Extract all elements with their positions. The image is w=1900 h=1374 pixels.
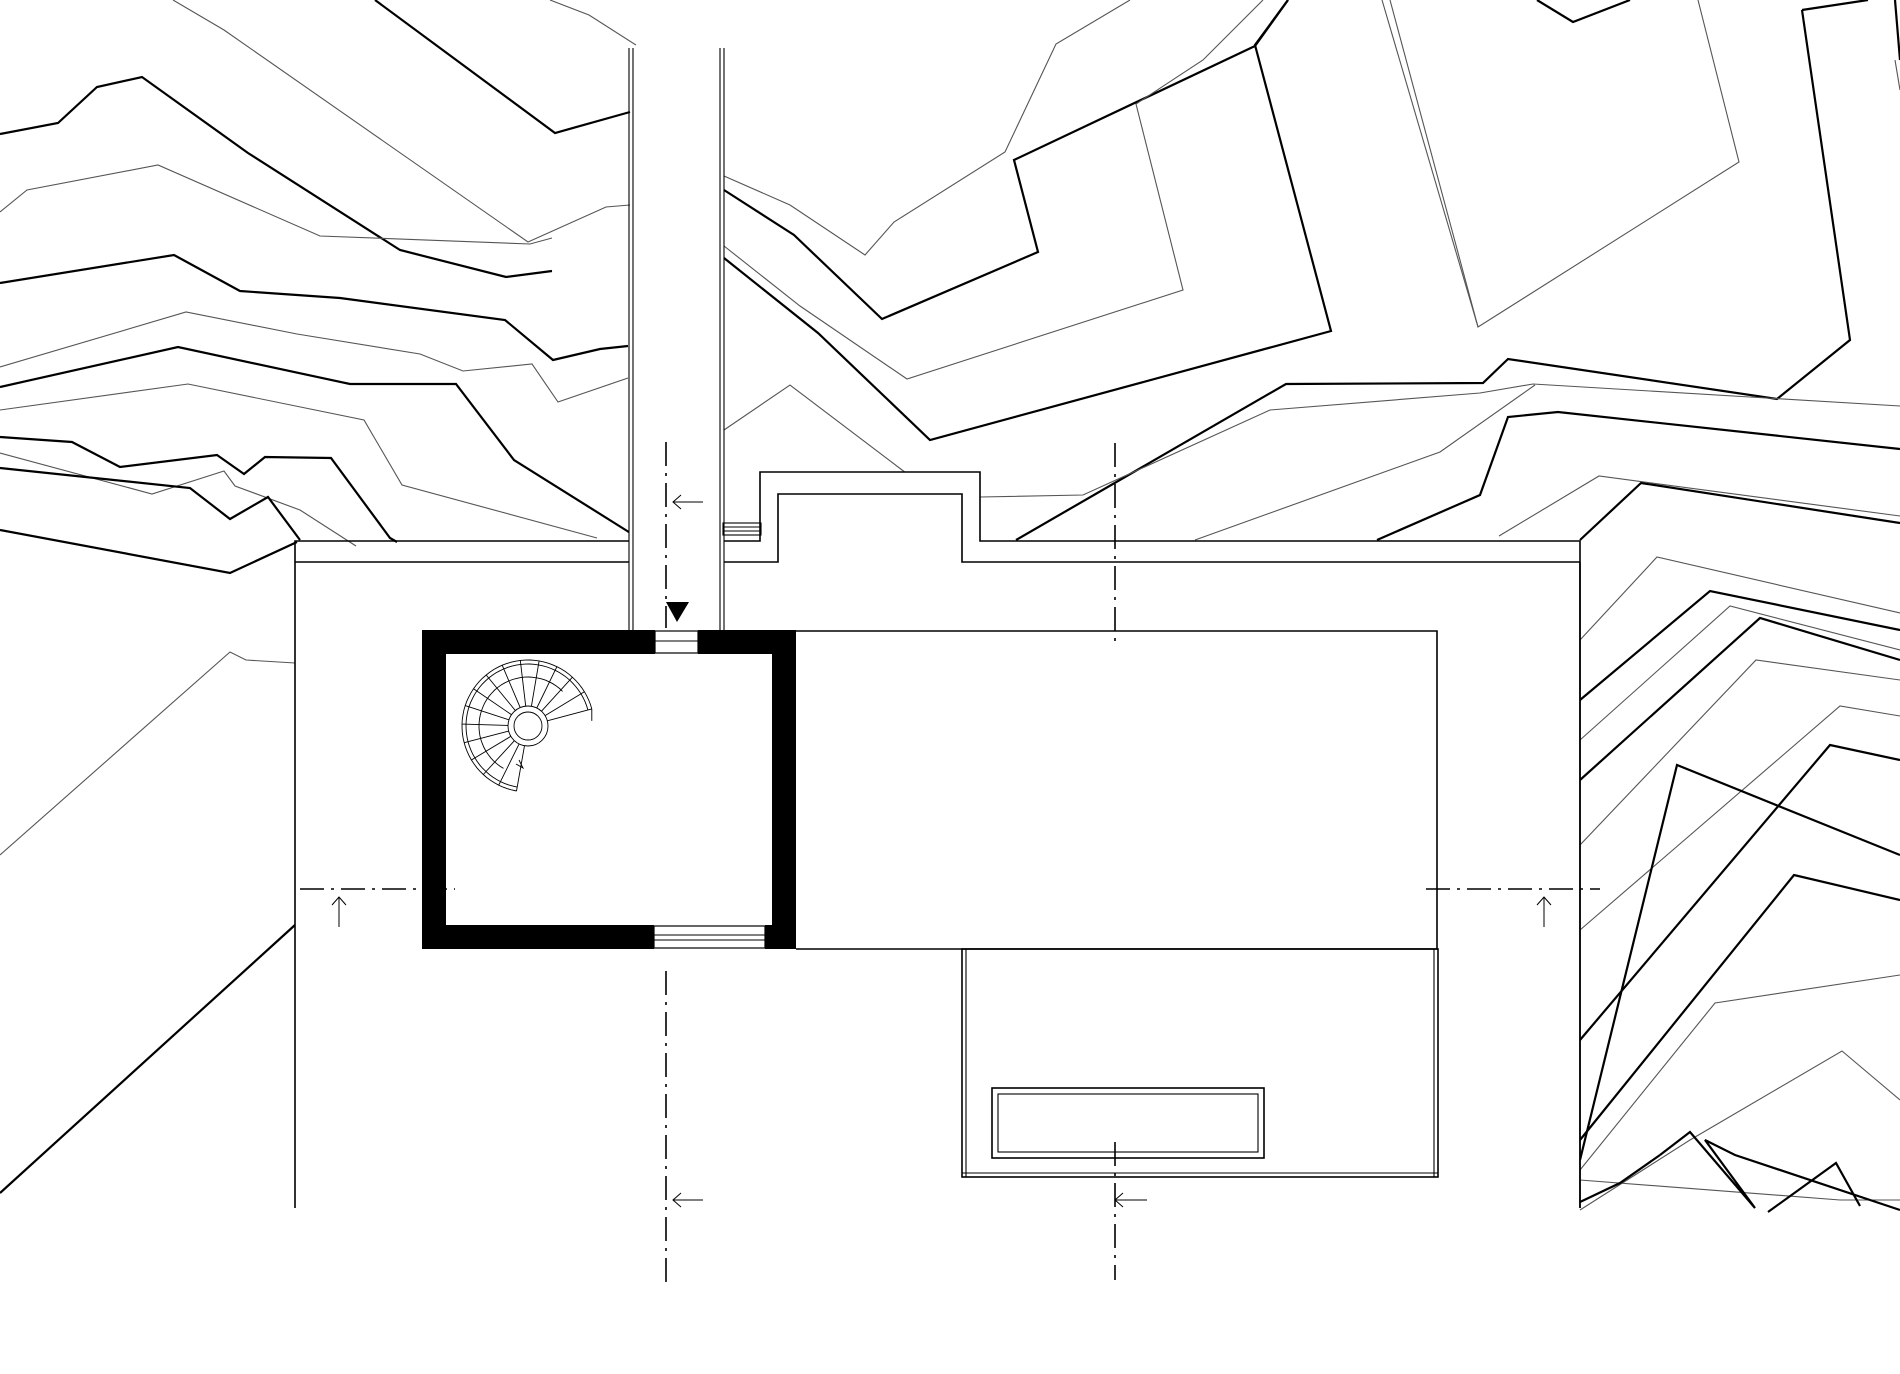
contour-line bbox=[1893, 0, 1900, 61]
pool-inner bbox=[997, 1093, 1259, 1153]
contour-line bbox=[0, 651, 296, 856]
contour-line bbox=[1015, 9, 1852, 541]
contour-line bbox=[1376, 410, 1900, 542]
contour-line bbox=[1579, 481, 1900, 541]
contour-line bbox=[1767, 1161, 1861, 1213]
terrace bbox=[796, 630, 1439, 1178]
contour-line bbox=[0, 435, 398, 543]
section-arrow-icon bbox=[672, 494, 703, 510]
contour-line bbox=[1579, 1179, 1900, 1201]
contour-line bbox=[0, 345, 633, 535]
building bbox=[422, 602, 796, 949]
contour-line bbox=[0, 924, 296, 1194]
contour-line bbox=[1498, 475, 1900, 537]
contour-line bbox=[723, 0, 1264, 380]
contour-line bbox=[1579, 974, 1900, 1171]
contour-line bbox=[0, 75, 553, 279]
contour-lines bbox=[0, 0, 1900, 1213]
section-arrow-icon bbox=[331, 896, 347, 927]
pool bbox=[991, 1087, 1265, 1159]
contour-line bbox=[1801, 0, 1869, 12]
contour-line bbox=[549, 0, 637, 46]
platform-right-section bbox=[724, 471, 1581, 1208]
section-arrow-icon bbox=[1114, 1192, 1147, 1208]
spiral-stair-icon bbox=[461, 659, 593, 792]
contour-line bbox=[0, 528, 298, 575]
contour-line bbox=[1579, 705, 1900, 931]
contour-line bbox=[0, 383, 598, 539]
contour-line bbox=[1579, 616, 1900, 781]
platform-mask bbox=[295, 472, 1580, 1208]
contour-line bbox=[374, 0, 631, 135]
wall-right bbox=[772, 630, 796, 948]
contour-line bbox=[1579, 556, 1900, 641]
contour-line bbox=[1536, 0, 1631, 24]
contour-line bbox=[723, 0, 1289, 321]
contour-line bbox=[0, 452, 357, 547]
platform-top-edge bbox=[294, 540, 629, 1208]
contour-line bbox=[979, 383, 1900, 498]
contour-line bbox=[0, 253, 629, 362]
contour-line bbox=[0, 466, 301, 541]
contour-line bbox=[1579, 589, 1900, 701]
access-path bbox=[628, 48, 762, 630]
section-arrow-icon bbox=[1536, 896, 1552, 927]
contour-line bbox=[1578, 763, 1900, 1161]
contour-line bbox=[172, 0, 631, 243]
contour-line bbox=[1381, 0, 1479, 328]
contour-line bbox=[723, 0, 1333, 442]
section-lines bbox=[300, 442, 1600, 1282]
wall-bottom-left bbox=[422, 925, 654, 949]
contour-line bbox=[1579, 743, 1900, 1041]
contour-line bbox=[1579, 873, 1900, 1141]
wall-bottom-right bbox=[765, 925, 796, 949]
contour-line bbox=[1579, 605, 1900, 741]
contour-line bbox=[1659, 1130, 1900, 1212]
wall-left bbox=[422, 630, 446, 948]
section-arrow-icon bbox=[672, 1192, 703, 1208]
contour-line bbox=[1579, 659, 1900, 846]
contour-line bbox=[0, 164, 553, 245]
steps bbox=[722, 522, 762, 536]
entrance-marker-icon bbox=[666, 602, 689, 622]
wall-top-left bbox=[422, 630, 655, 654]
contour-line bbox=[1579, 1154, 1661, 1203]
entrance-door bbox=[654, 630, 699, 654]
window-bottom bbox=[653, 925, 766, 949]
contour-line bbox=[1194, 384, 1536, 541]
contour-line bbox=[1579, 1050, 1900, 1211]
contour-line bbox=[1894, 59, 1900, 91]
contour-line bbox=[1389, 0, 1740, 328]
contour-line bbox=[723, 0, 1131, 256]
platform-outline bbox=[294, 471, 1581, 1208]
platform-right-inner bbox=[724, 493, 1580, 563]
lower-terrace bbox=[961, 948, 1439, 1178]
contour-line bbox=[723, 384, 907, 474]
contour-line bbox=[0, 311, 629, 403]
